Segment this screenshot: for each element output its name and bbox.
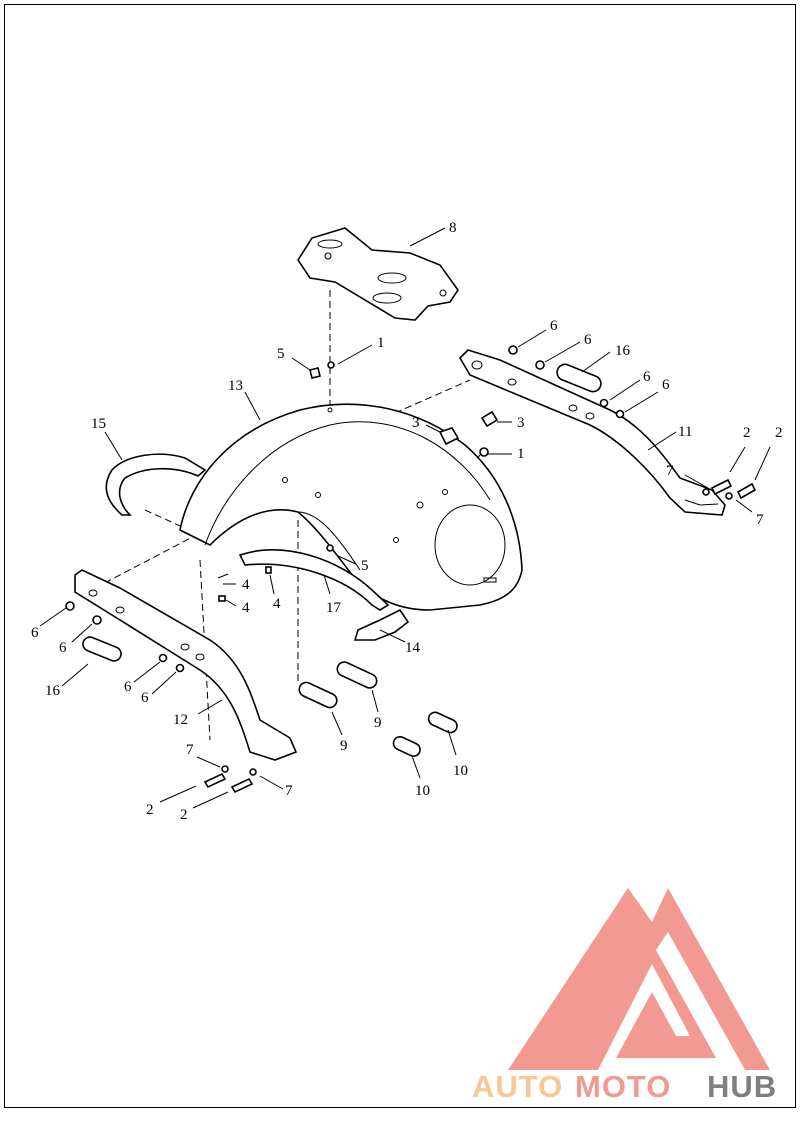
callout-13: 13: [228, 378, 243, 394]
diagram-frame: [4, 4, 796, 1108]
callout-2-left-a: 2: [146, 802, 154, 818]
callout-4-a: 4: [242, 577, 250, 593]
watermark-auto: AUTO: [472, 1069, 563, 1104]
callout-4-c: 4: [273, 596, 281, 612]
callout-6-right-b: 6: [584, 332, 592, 348]
pad-part-8: [297, 227, 459, 321]
callout-6-left-a: 6: [31, 625, 39, 641]
link-part-9-lower: [298, 681, 338, 709]
link-part-10-upper: [427, 711, 458, 734]
callout-3-left: 3: [412, 415, 420, 431]
callout-2-left-b: 2: [180, 807, 188, 823]
callout-14: 14: [405, 640, 421, 656]
callout-17: 17: [326, 600, 342, 616]
callout-6-right-c: 6: [643, 369, 651, 385]
link-part-10-lower: [392, 735, 421, 757]
automotohub-logo: AUTO MOTO HUB: [472, 888, 777, 1104]
callout-2-right-b: 2: [775, 425, 783, 441]
callout-7-right-b: 7: [756, 512, 764, 528]
callout-7-right-a: 7: [666, 463, 674, 479]
callout-7-left-b: 7: [285, 783, 293, 799]
leader-lines: [39, 227, 771, 809]
callout-3-right: 3: [517, 415, 525, 431]
callout-5-mid: 5: [361, 558, 369, 574]
callout-2-right-a: 2: [743, 425, 751, 441]
plate-part-16-left: [82, 636, 122, 662]
callout-16-right: 16: [615, 343, 631, 359]
callout-9-left: 9: [340, 738, 348, 754]
bracket-part-14: [353, 608, 410, 641]
callout-12: 12: [173, 712, 188, 728]
callout-6-right-d: 6: [662, 377, 670, 393]
callout-6-right-a: 6: [550, 318, 558, 334]
callout-15: 15: [91, 416, 106, 432]
callout-6-left-d: 6: [141, 690, 149, 706]
callout-10-left: 10: [415, 783, 430, 799]
callout-8: 8: [449, 220, 457, 236]
trim-part-15: [105, 453, 207, 516]
callout-labels: 8 1 5 6 6 16 6 6 13 3 3 1 15 11 2 2 7 7 …: [31, 220, 783, 823]
callout-11: 11: [678, 424, 692, 440]
hardware-parts: [65, 345, 757, 794]
inner-panel-part-17: [238, 549, 390, 611]
callout-5-top: 5: [277, 346, 285, 362]
rear-fender-part-13: [179, 403, 523, 611]
callout-1-right: 1: [517, 446, 525, 462]
callout-16-left: 16: [45, 683, 61, 699]
support-right-part-11: [458, 349, 726, 516]
plate-part-16-right: [556, 363, 602, 393]
support-left-part-12: [74, 569, 298, 761]
watermark-hub: HUB: [707, 1069, 777, 1104]
callout-4-b: 4: [242, 600, 250, 616]
watermark-moto: MOTO: [575, 1069, 671, 1104]
link-part-9-upper: [336, 661, 378, 689]
callout-10-right: 10: [453, 763, 468, 779]
callout-6-left-b: 6: [59, 640, 67, 656]
callout-6-left-c: 6: [124, 679, 132, 695]
callout-1-top: 1: [377, 335, 385, 351]
callout-7-left-a: 7: [186, 742, 194, 758]
callout-9-right: 9: [374, 715, 382, 731]
